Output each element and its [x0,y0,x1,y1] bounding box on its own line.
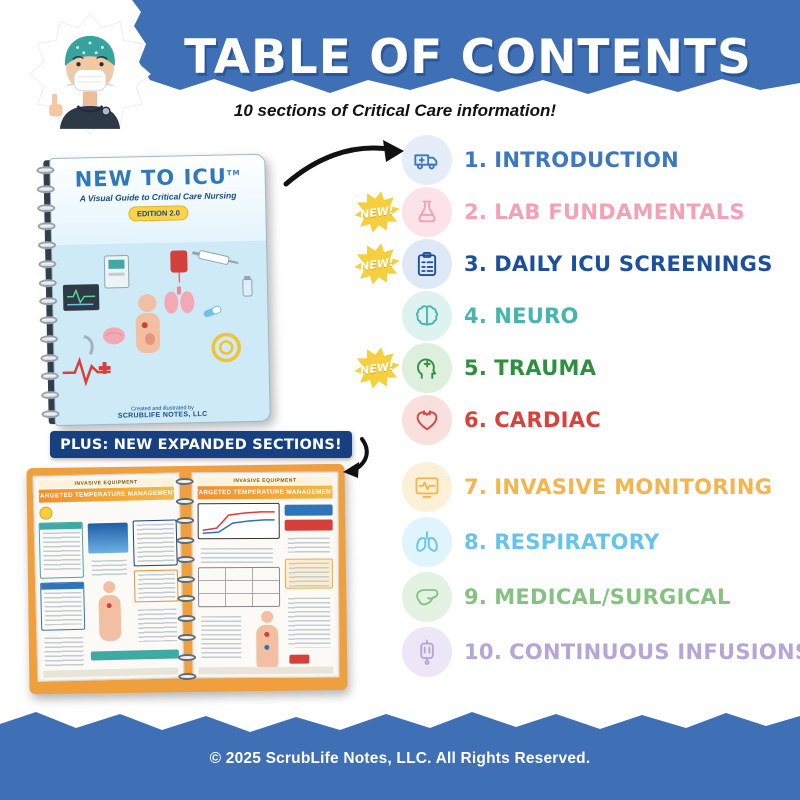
patient-figure [251,610,283,671]
content-block [284,504,333,516]
patient-figure [93,580,127,648]
section-label: MEDICAL/SURGICAL [494,585,731,609]
ambulance-icon [402,135,452,185]
content-block [197,544,280,564]
content-block [285,594,334,653]
section-row-invasive-monitoring: 7.INVASIVE MONITORING [352,461,792,513]
section-number: 7. [464,475,488,499]
section-row-cardiac: 6.CARDIAC [352,394,792,446]
content-block [90,649,179,661]
iv-bag-icon [402,627,452,677]
section-label: CARDIAC [494,408,602,432]
arrow-to-list-icon [283,140,404,187]
trademark: TM [226,169,241,178]
content-block [38,521,84,579]
book-cover-front: NEW TO ICUTM A Visual Guide to Critical … [49,153,271,427]
section-label: CONTINUOUS INFUSIONS [509,640,800,664]
section-label: NEURO [494,304,579,328]
section-label: LAB FUNDAMENTALS [494,200,745,224]
lab-flask-icon [402,187,452,237]
content-block [284,558,334,589]
section-row-daily-icu-screenings: NEW! 3.DAILY ICU SCREENINGS [352,238,792,290]
section-number: 6. [464,408,488,432]
page-footer-strip [43,667,179,678]
trauma-icon [402,343,452,393]
content-block [88,556,129,578]
section-row-introduction: 1.INTRODUCTION [352,134,792,186]
section-row-lab-fundamentals: NEW! 2.LAB FUNDAMENTALS [352,186,792,238]
section-label: RESPIRATORY [494,530,660,554]
book-cover-header: NEW TO ICUTM A Visual Guide to Critical … [50,154,266,246]
clipboard-icon [402,239,452,289]
lungs-icon [402,517,452,567]
section-number: 8. [464,530,488,554]
content-block [289,654,310,664]
edition-badge: EDITION 2.0 [127,205,190,222]
section-label: INTRODUCTION [494,148,679,172]
top-torn-banner [132,0,800,94]
section-number: 2. [464,200,488,224]
sections-list: 1.INTRODUCTION NEW! 2.LAB FUNDAMENTALS N… [352,134,800,678]
page-subtitle: 10 sections of Critical Care information… [233,101,557,120]
book-title: NEW TO ICUTM [74,164,241,192]
page-footer-strip [198,666,334,675]
section-row-trauma: NEW! 5.TRAUMA [352,342,792,394]
content-block [284,519,333,531]
left-page-title: TARGETED TEMPERATURE MANAGEMENT [36,486,177,503]
nurse-mascot-icon [29,13,151,135]
section-row-medical-surgical: 9.MEDICAL/SURGICAL [352,571,792,623]
content-block [39,506,53,520]
section-label: DAILY ICU SCREENINGS [494,252,773,276]
right-page-title: TARGETED TEMPERATURE MANAGEMENT [195,485,335,500]
content-block [133,569,179,603]
spread-left-page: INVASIVE EQUIPMENT TARGETED TEMPERATURE … [32,472,185,682]
right-page-eyebrow: INVASIVE EQUIPMENT [197,476,333,486]
liver-icon [402,572,452,622]
section-number: 1. [464,148,488,172]
section-row-continuous-infusions: 10.CONTINUOUS INFUSIONS [352,626,800,678]
temperature-graph [197,502,280,540]
content-block [198,613,245,666]
brain-icon [402,291,452,341]
spread-spiral-binding [175,477,199,681]
content-table [197,566,281,608]
section-label: INVASIVE MONITORING [494,475,773,499]
section-label: TRAUMA [494,356,597,380]
section-number: 5. [464,356,488,380]
cover-art-icon [62,250,253,387]
section-number: 3. [464,252,488,276]
page-title: TABLE OF CONTENTS [184,30,752,85]
section-number: 9. [464,585,488,609]
new-badge: NEW! [351,344,402,392]
section-number: 4. [464,304,488,328]
section-row-respiratory: 8.RESPIRATORY [352,516,792,568]
monitor-icon [402,462,452,512]
bottom-torn-banner [0,712,800,800]
section-number: 10. [464,640,503,664]
content-block [284,534,333,553]
content-block [87,522,129,554]
copyright: © 2025 ScrubLife Notes, LLC. All Rights … [209,750,591,767]
arrow-to-spread-icon [343,437,369,478]
content-block [134,605,180,645]
new-badge: NEW! [351,240,402,288]
heart-icon [402,395,452,445]
plus-banner: PLUS: NEW EXPANDED SECTIONS! [50,431,352,458]
spread-right-page: INVASIVE EQUIPMENT TARGETED TEMPERATURE … [191,471,340,679]
section-row-neuro: 4.NEURO [352,290,792,342]
content-block [40,581,86,631]
book-credit: Created and illustrated by SCRUBLIFE NOT… [55,404,269,421]
book-tagline: A Visual Guide to Critical Care Nursing [79,190,237,204]
content-block [41,633,87,669]
book-spread: INVASIVE EQUIPMENT TARGETED TEMPERATURE … [26,463,348,695]
book-cover: NEW TO ICUTM A Visual Guide to Critical … [35,153,271,427]
content-block [132,519,178,567]
